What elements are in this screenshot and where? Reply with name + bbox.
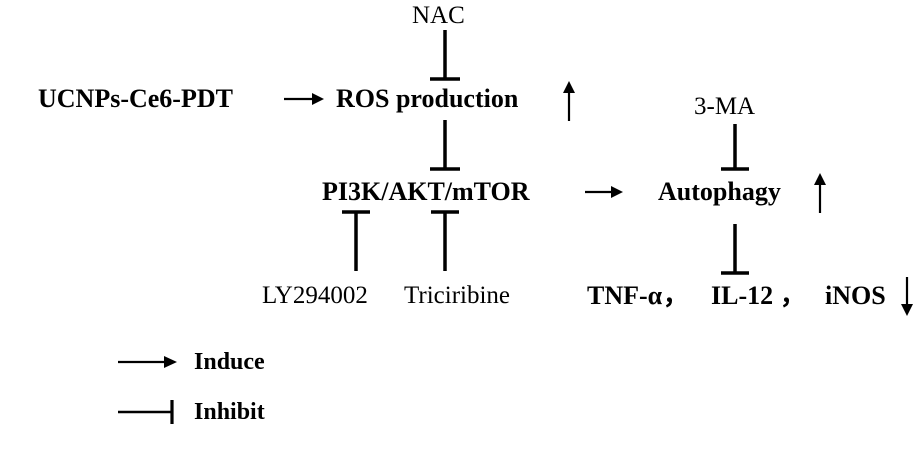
triciribine-inhibits-pi3k-connector: [431, 210, 459, 271]
nac-inhibits-ros-connector: [430, 30, 460, 81]
autophagy-inhibits-cytokines-connector: [721, 224, 749, 275]
ros-inhibits-pi3k-connector: [430, 120, 460, 171]
ly294002-inhibits-pi3k-connector: [342, 210, 370, 271]
ucnp-induces-ros-arrow: [284, 93, 324, 105]
legend-induce-label: Induce: [194, 349, 265, 375]
node-ly294002: LY294002: [262, 282, 368, 309]
node-inos: iNOS: [825, 281, 886, 310]
pi3k-induces-autophagy-arrow: [585, 186, 623, 198]
separator-comma: ，: [780, 281, 807, 310]
down-arrow-icon: [901, 277, 913, 316]
ma3-inhibits-autophagy-connector: [721, 124, 749, 171]
node-pi3k-akt-mtor: PI3K/AKT/mTOR: [322, 177, 530, 206]
legend-inhibit-label: Inhibit: [194, 399, 265, 425]
node-ucnps-ce6-pdt: UCNPs-Ce6-PDT: [38, 84, 233, 113]
induce-arrow-icon: [118, 356, 177, 368]
separator-comma: ，: [663, 281, 690, 310]
node-autophagy: Autophagy: [658, 177, 781, 206]
node-il-12: IL-12: [711, 281, 774, 310]
inhibit-bar-icon: [118, 400, 174, 424]
node-nac: NAC: [412, 2, 465, 29]
up-arrow-icon: [563, 81, 575, 121]
node-tnf-alpha: TNF-α: [587, 281, 663, 310]
node-ros-production: ROS production: [336, 84, 519, 113]
node-triciribine: Triciribine: [404, 282, 511, 309]
up-arrow-icon: [814, 173, 826, 213]
node-3-ma: 3-MA: [694, 93, 756, 120]
